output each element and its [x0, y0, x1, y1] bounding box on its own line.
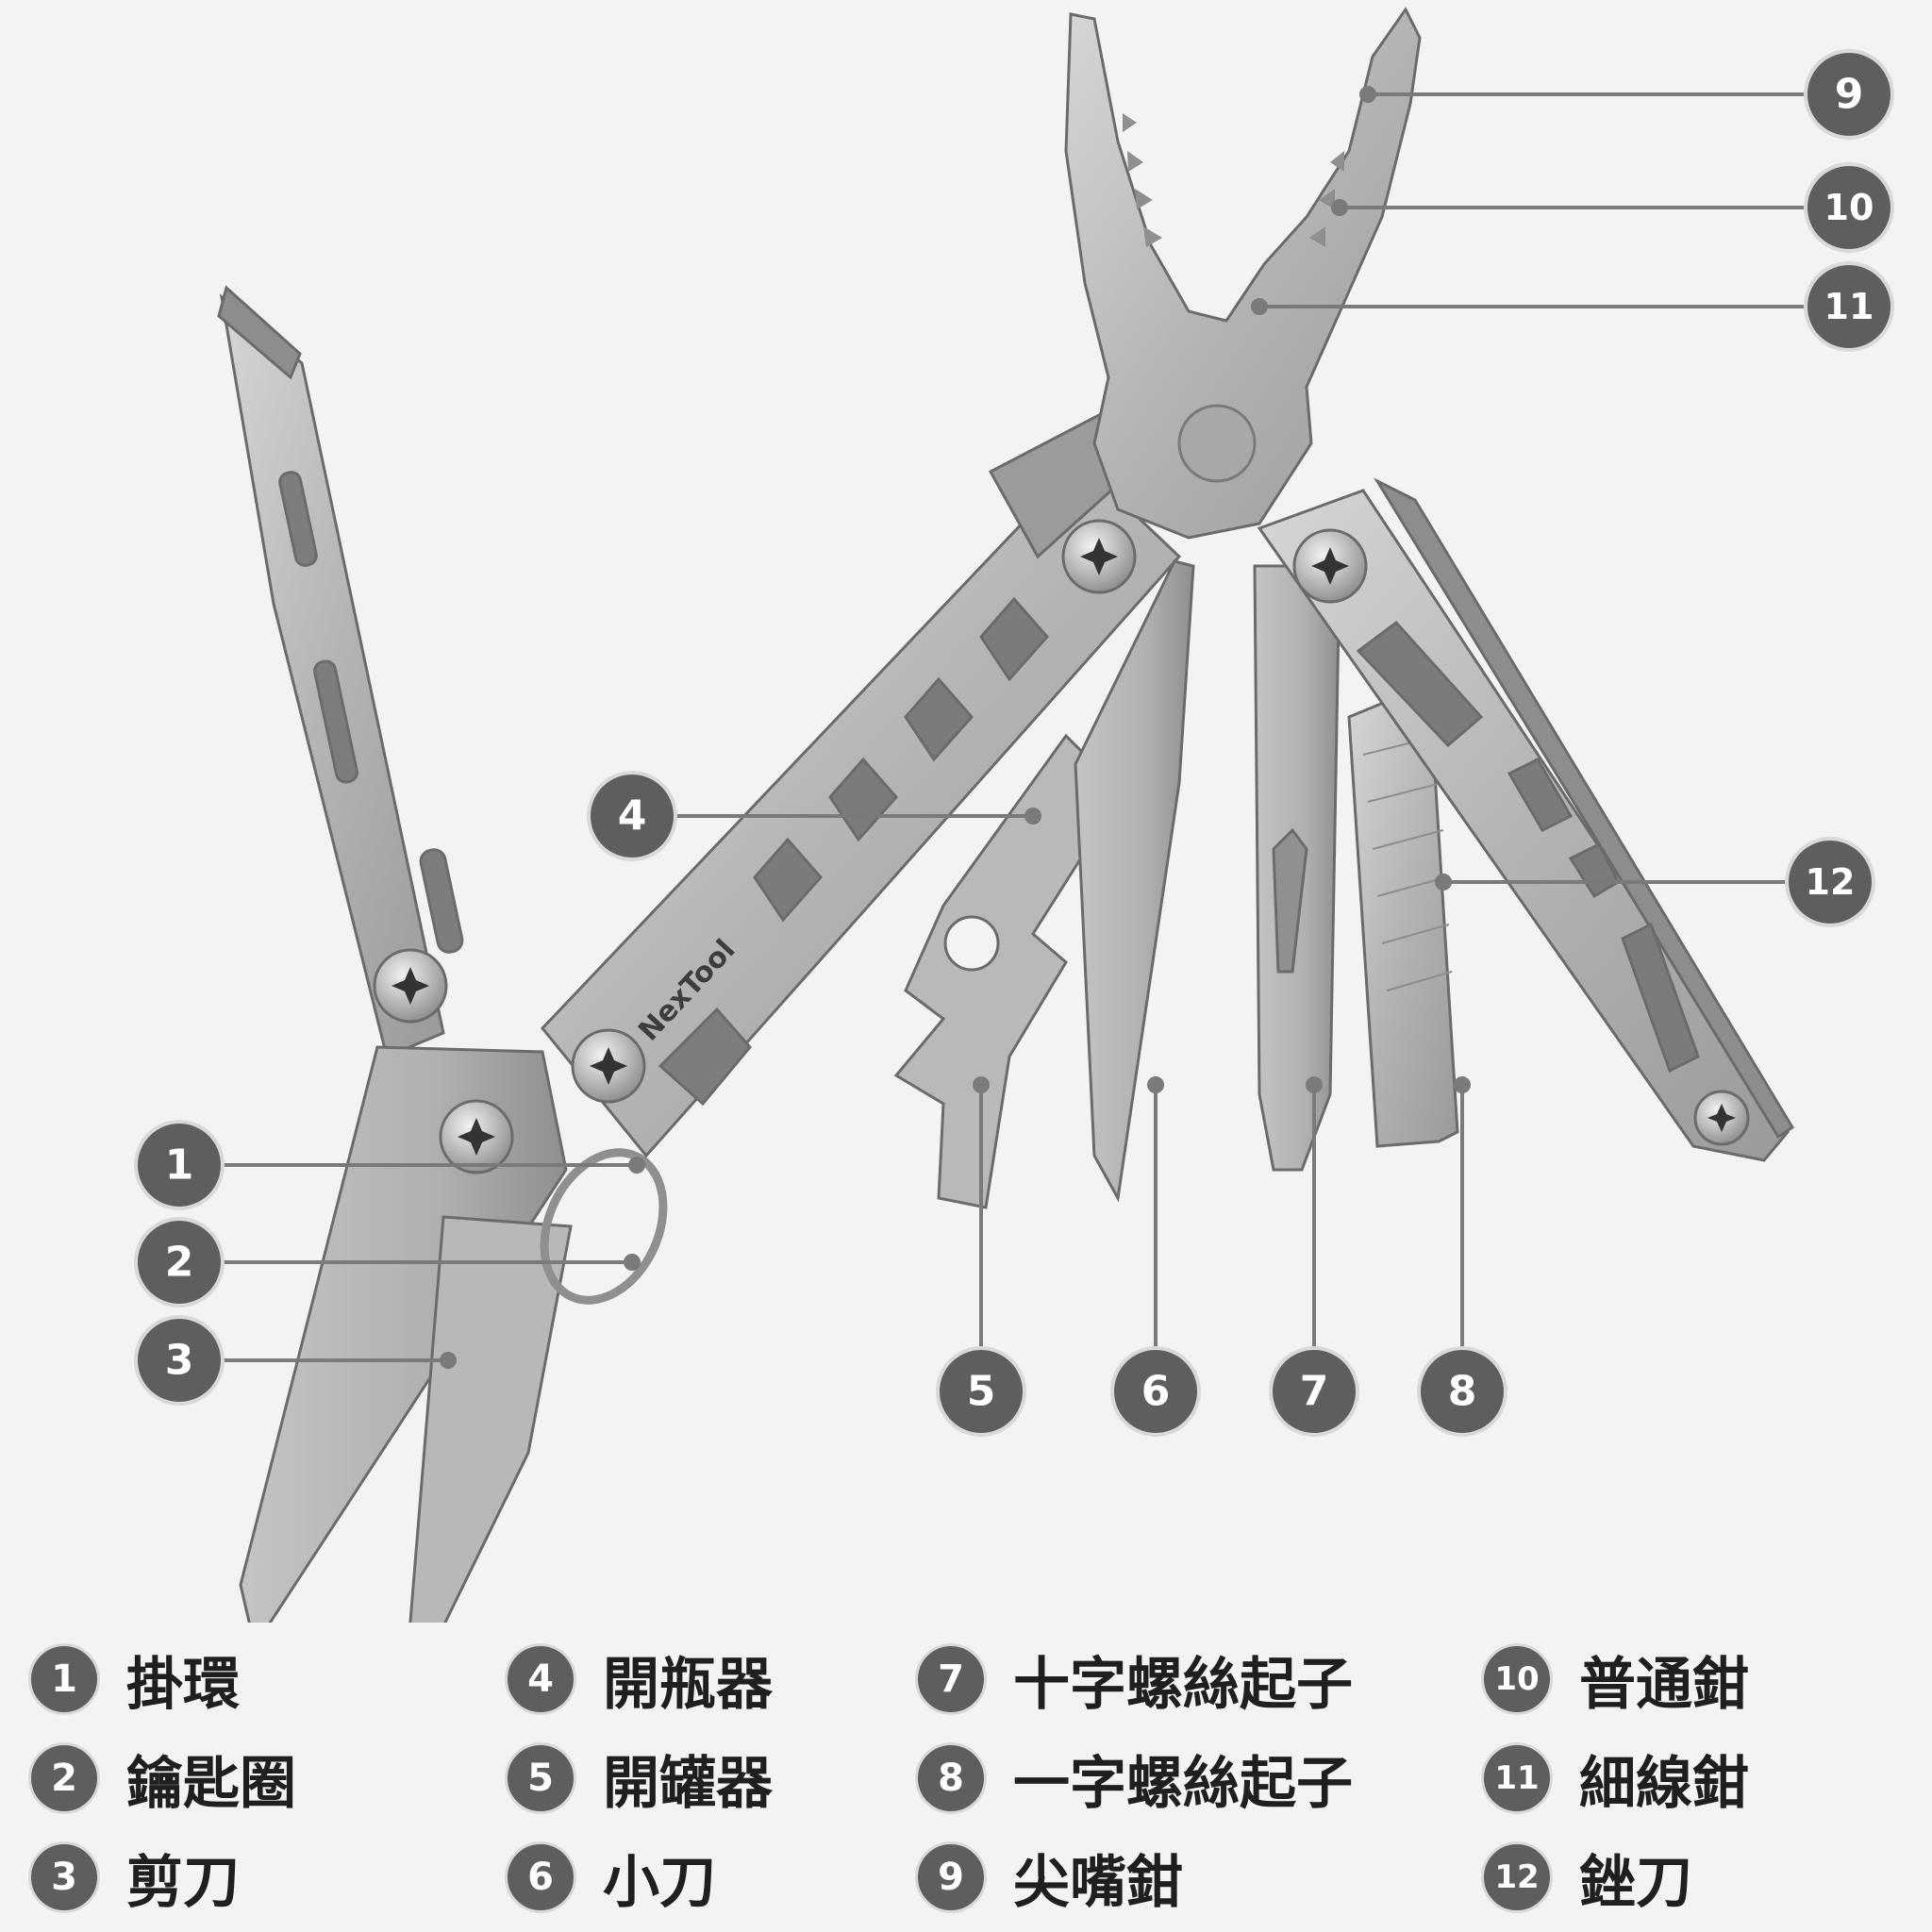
screw-left-handle-top — [1061, 519, 1137, 594]
svg-text:8: 8 — [1448, 1368, 1477, 1416]
key-ring — [540, 1148, 668, 1305]
right-handle — [1257, 477, 1795, 1162]
legend-item-11: 11 細線鉗 — [1481, 1740, 1749, 1817]
left-handle — [541, 413, 1182, 1158]
callout-7: 7 — [1269, 1346, 1359, 1437]
phillips-screwdriver — [1253, 564, 1341, 1172]
legend-label: 小刀 — [603, 1849, 716, 1916]
legend-number: 11 — [1481, 1742, 1553, 1814]
callout-2: 2 — [134, 1217, 225, 1307]
legend-number: 2 — [28, 1742, 100, 1814]
svg-text:1: 1 — [165, 1141, 194, 1190]
legend-item-3: 3 剪刀 — [28, 1840, 240, 1916]
legend-number: 4 — [505, 1643, 576, 1715]
legend-number: 8 — [915, 1742, 987, 1814]
bottle-can-opener — [893, 733, 1124, 1209]
pliers-head — [1064, 7, 1422, 540]
legend-item-8: 8 一字螺絲起子 — [915, 1740, 1353, 1817]
legend-number: 5 — [505, 1742, 576, 1814]
callout-1: 1 — [134, 1120, 225, 1210]
screw-scissor-upper — [373, 948, 448, 1024]
legend-number: 3 — [28, 1841, 100, 1913]
scissors — [217, 285, 573, 1623]
legend-label: 剪刀 — [126, 1849, 240, 1916]
svg-text:6: 6 — [1141, 1368, 1171, 1416]
legend-label: 細線鉗 — [1579, 1750, 1749, 1817]
svg-text:10: 10 — [1824, 187, 1874, 228]
legend-label: 掛環 — [126, 1651, 240, 1718]
callout-12: 12 — [1785, 837, 1875, 927]
callout-8: 8 — [1417, 1346, 1507, 1437]
legend-label: 開瓶器 — [603, 1651, 773, 1718]
legend-label: 鑰匙圈 — [126, 1750, 296, 1817]
screw-left-handle-base — [571, 1028, 646, 1104]
callout-11: 11 — [1804, 261, 1894, 352]
legend-label: 普通鉗 — [1579, 1651, 1749, 1718]
svg-text:7: 7 — [1300, 1368, 1329, 1416]
screw-scissor-pivot — [439, 1099, 514, 1174]
legend-number: 10 — [1481, 1643, 1553, 1715]
legend-item-1: 1 掛環 — [28, 1641, 240, 1718]
legend-number: 9 — [915, 1841, 987, 1913]
svg-text:5: 5 — [967, 1368, 996, 1416]
legend-label: 一字螺絲起子 — [1013, 1750, 1353, 1817]
legend-label: 開罐器 — [603, 1750, 773, 1817]
svg-text:3: 3 — [165, 1337, 194, 1385]
svg-text:9: 9 — [1835, 71, 1864, 119]
legend-item-9: 9 尖嘴鉗 — [915, 1840, 1183, 1916]
callout-3: 3 — [134, 1315, 225, 1406]
legend-number: 1 — [28, 1643, 100, 1715]
svg-text:11: 11 — [1824, 286, 1874, 327]
legend-item-12: 12 銼刀 — [1481, 1840, 1692, 1916]
legend-item-7: 7 十字螺絲起子 — [915, 1641, 1353, 1718]
legend-label: 尖嘴鉗 — [1013, 1849, 1183, 1916]
callout-9: 9 — [1804, 49, 1894, 140]
legend-label: 銼刀 — [1579, 1849, 1692, 1916]
callout-10: 10 — [1804, 162, 1894, 253]
screw-right-handle-base — [1693, 1090, 1750, 1146]
callout-6: 6 — [1110, 1346, 1201, 1437]
multitool-diagram: NexTool — [134, 7, 1894, 1623]
callout-4: 4 — [587, 771, 677, 861]
legend-item-4: 4 開瓶器 — [505, 1641, 773, 1718]
legend-number: 12 — [1481, 1841, 1553, 1913]
callout-5: 5 — [936, 1346, 1026, 1437]
small-knife — [1074, 559, 1195, 1203]
svg-text:12: 12 — [1806, 861, 1856, 903]
svg-text:4: 4 — [618, 792, 647, 841]
legend-item-5: 5 開罐器 — [505, 1740, 773, 1817]
legend-number: 6 — [505, 1841, 576, 1913]
legend-item-6: 6 小刀 — [505, 1840, 716, 1916]
svg-text:2: 2 — [165, 1239, 194, 1287]
legend-label: 十字螺絲起子 — [1013, 1651, 1353, 1718]
screw-right-handle-top — [1292, 528, 1368, 604]
legend-item-10: 10 普通鉗 — [1481, 1641, 1749, 1718]
legend-item-2: 2 鑰匙圈 — [28, 1740, 296, 1817]
legend-number: 7 — [915, 1643, 987, 1715]
legend: 1 掛環 2 鑰匙圈 3 剪刀 4 開瓶器 5 開罐器 6 小刀 7 十字螺絲起… — [28, 1641, 1906, 1916]
